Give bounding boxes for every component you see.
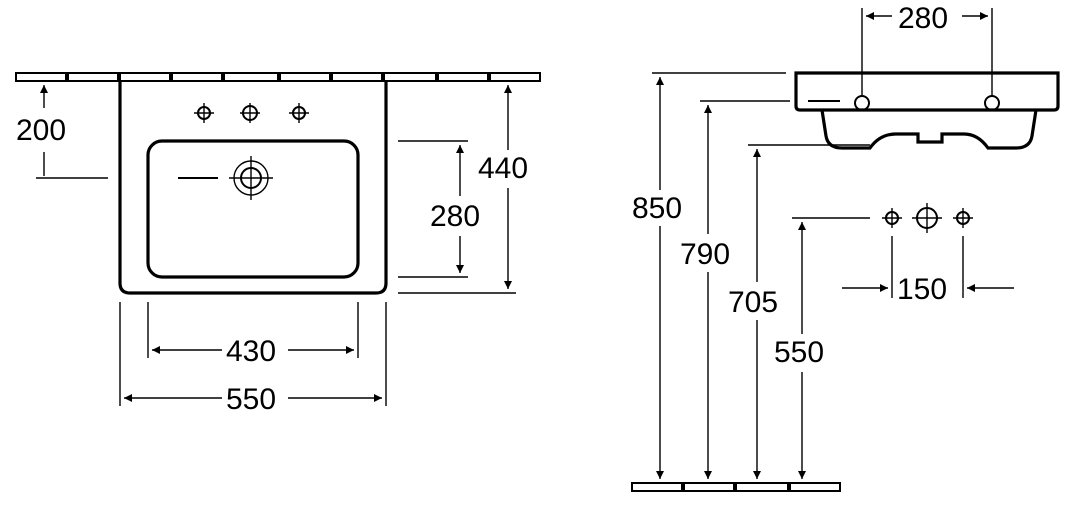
label-550-width: 550 [226, 383, 276, 416]
basin-profile [794, 71, 1060, 150]
tap-holes-front [194, 103, 309, 123]
label-200: 200 [16, 114, 66, 147]
connection-holes [882, 203, 973, 233]
basin-outline [118, 81, 388, 295]
label-440: 440 [478, 152, 528, 185]
label-790: 790 [680, 238, 730, 271]
dim-overall-width: 550 [119, 302, 387, 416]
dim-overall-depth: 440 [398, 85, 528, 294]
label-550-height: 550 [774, 336, 824, 369]
label-150: 150 [897, 273, 947, 306]
dim-underside-height: 790 [680, 100, 790, 479]
dim-bowl-depth: 280 [398, 140, 480, 278]
dim-base-height: 705 [728, 144, 870, 479]
label-280-bowl: 280 [430, 200, 480, 233]
dim-bowl-width: 430 [147, 302, 359, 368]
drain-front [178, 156, 273, 200]
wall-strip-front [15, 72, 541, 82]
label-705: 705 [728, 286, 778, 319]
dim-rim-height: 850 [632, 72, 786, 479]
floor-strip [631, 482, 841, 492]
label-280-tap: 280 [898, 2, 948, 35]
label-850: 850 [632, 192, 682, 225]
bowl-outline [146, 139, 360, 279]
front-view: 200 440 280 430 [15, 72, 541, 416]
dim-waste-height: 550 [774, 217, 870, 479]
dim-hole-spacing: 150 [842, 236, 1014, 306]
label-430: 430 [226, 335, 276, 368]
dim-top-offset: 200 [16, 85, 108, 179]
side-view: 280 850 790 705 [631, 2, 1060, 492]
dim-tap-spacing: 280 [861, 2, 993, 96]
